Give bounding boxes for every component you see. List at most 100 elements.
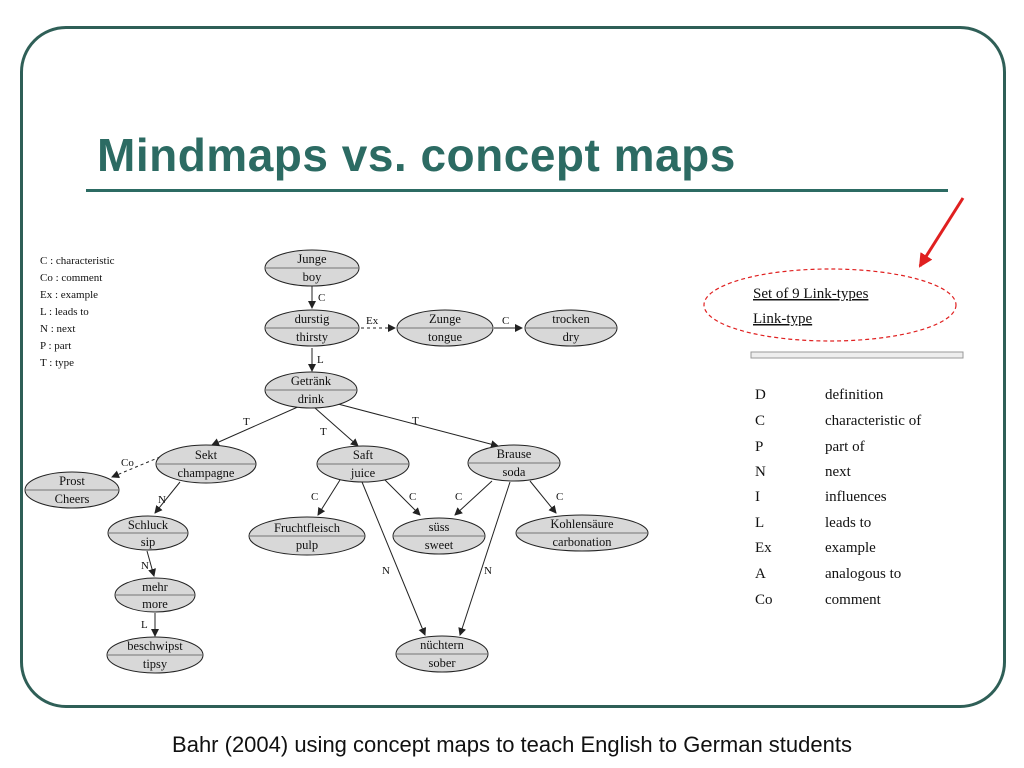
concept-node-sekt: Sekt champagne bbox=[155, 444, 257, 484]
concept-node-prost: Prost Cheers bbox=[24, 471, 120, 509]
link-type-meaning: part of bbox=[825, 439, 865, 455]
edge-label: T bbox=[412, 415, 419, 427]
edge-brause-nuechtern bbox=[458, 481, 511, 636]
edge-label: N bbox=[158, 494, 166, 506]
link-type-code: D bbox=[755, 387, 766, 403]
edge-sekt-schluck bbox=[154, 481, 181, 514]
node-label-english: dry bbox=[563, 330, 580, 344]
edge-label: C bbox=[502, 315, 509, 327]
highlight-arrow bbox=[918, 197, 965, 268]
node-label-english: boy bbox=[303, 270, 323, 284]
link-type-code: P bbox=[755, 439, 763, 455]
edge-label: Ex bbox=[366, 315, 379, 327]
node-label-german: nüchtern bbox=[420, 638, 464, 652]
node-label-english: drink bbox=[298, 392, 325, 406]
node-label-english: tongue bbox=[428, 330, 462, 344]
concept-node-fruchtfleisch: Fruchtfleisch pulp bbox=[248, 516, 366, 556]
edge-label: N bbox=[141, 560, 149, 572]
edge-brause-kohlensaeure bbox=[529, 480, 557, 514]
link-type-code: L bbox=[755, 515, 764, 531]
node-label-german: beschwipst bbox=[127, 639, 183, 653]
concept-node-beschwipst: beschwipst tipsy bbox=[106, 636, 204, 674]
concept-node-mehr: mehr more bbox=[114, 577, 196, 613]
legend-item: Ex : example bbox=[40, 289, 98, 301]
edge-brause-suess bbox=[454, 480, 493, 516]
legend-item: Co : comment bbox=[40, 272, 102, 284]
highlight-ellipse bbox=[703, 268, 957, 342]
edge-label: C bbox=[318, 292, 325, 304]
node-label-german: Fruchtfleisch bbox=[274, 521, 341, 535]
concept-node-getraenk: Getränk drink bbox=[264, 371, 358, 409]
link-type-code: N bbox=[755, 464, 766, 480]
edge-label: T bbox=[243, 416, 250, 428]
concept-node-nuechtern: nüchtern sober bbox=[395, 635, 489, 673]
node-label-english: champagne bbox=[178, 466, 235, 480]
concept-node-durstig: durstig thirsty bbox=[264, 309, 360, 347]
concept-map-edge-labels: C Ex C L T T T Co N C C C C N N N L bbox=[121, 292, 563, 631]
link-type-meaning: comment bbox=[825, 592, 882, 608]
edge-getraenk-brause bbox=[337, 403, 499, 449]
node-label-english: more bbox=[142, 597, 168, 611]
node-label-german: Junge bbox=[297, 252, 327, 266]
node-label-english: pulp bbox=[296, 538, 318, 552]
node-label-english: carbonation bbox=[552, 535, 612, 549]
link-type-code: Co bbox=[755, 592, 773, 608]
concept-node-suess: süss sweet bbox=[392, 517, 486, 555]
node-label-english: tipsy bbox=[143, 657, 168, 671]
table-divider bbox=[750, 351, 964, 359]
node-label-english: thirsty bbox=[296, 330, 329, 344]
edge-label: C bbox=[556, 491, 563, 503]
slide-title: Mindmaps vs. concept maps bbox=[97, 129, 736, 181]
link-type-meaning: leads to bbox=[825, 515, 871, 531]
concept-node-junge: Junge boy bbox=[264, 249, 360, 287]
node-label-german: Getränk bbox=[291, 374, 332, 388]
legend-item: P : part bbox=[40, 340, 71, 352]
link-type-code: I bbox=[755, 489, 760, 505]
concept-node-brause: Brause soda bbox=[467, 444, 561, 482]
legend-item: C : characteristic bbox=[40, 255, 115, 267]
legend-item: T : type bbox=[40, 357, 74, 369]
legend-item: L : leads to bbox=[40, 306, 89, 318]
node-label-german: süss bbox=[429, 520, 450, 534]
concept-node-saft: Saft juice bbox=[316, 445, 410, 483]
concept-map-edges bbox=[111, 286, 557, 637]
link-types-subheading: Link-type bbox=[753, 311, 812, 327]
concept-node-zunge: Zunge tongue bbox=[396, 309, 494, 347]
edge-getraenk-sekt bbox=[211, 405, 301, 446]
edge-label: T bbox=[320, 426, 327, 438]
edge-label: N bbox=[484, 565, 492, 577]
node-label-english: soda bbox=[503, 465, 526, 479]
link-type-meaning: example bbox=[825, 540, 876, 556]
edge-label: L bbox=[317, 354, 324, 366]
node-label-english: sip bbox=[141, 535, 156, 549]
concept-node-schluck: Schluck sip bbox=[107, 515, 189, 551]
link-type-code: A bbox=[755, 566, 766, 582]
node-label-english: juice bbox=[350, 466, 376, 480]
edge-label: C bbox=[409, 491, 416, 503]
link-type-meaning: influences bbox=[825, 489, 887, 505]
edge-getraenk-saft bbox=[314, 407, 359, 447]
link-types-table: Set of 9 Link-types Link-type D definiti… bbox=[750, 286, 964, 608]
link-types-heading: Set of 9 Link-types bbox=[753, 286, 869, 302]
node-label-german: Sekt bbox=[195, 448, 218, 462]
link-type-meaning: analogous to bbox=[825, 566, 901, 582]
link-type-meaning: characteristic of bbox=[825, 413, 921, 429]
edge-label: N bbox=[382, 565, 390, 577]
slide-caption: Bahr (2004) using concept maps to teach … bbox=[172, 732, 852, 757]
edge-saft-nuechtern bbox=[361, 481, 427, 636]
node-label-german: Saft bbox=[353, 448, 374, 462]
node-label-german: Brause bbox=[497, 447, 532, 461]
link-legend: C : characteristic Co : comment Ex : exa… bbox=[40, 255, 115, 369]
edge-saft-fruchtfleisch bbox=[317, 479, 341, 516]
node-label-german: Schluck bbox=[128, 518, 169, 532]
edge-sekt-prost bbox=[111, 456, 161, 478]
edge-label: Co bbox=[121, 457, 134, 469]
link-type-code: C bbox=[755, 413, 765, 429]
node-label-german: Kohlensäure bbox=[550, 517, 614, 531]
node-label-german: mehr bbox=[142, 580, 169, 594]
edge-label: C bbox=[311, 491, 318, 503]
edge-schluck-mehr bbox=[146, 550, 156, 577]
link-type-meaning: definition bbox=[825, 387, 884, 403]
concept-node-kohlensaeure: Kohlensäure carbonation bbox=[515, 514, 649, 552]
